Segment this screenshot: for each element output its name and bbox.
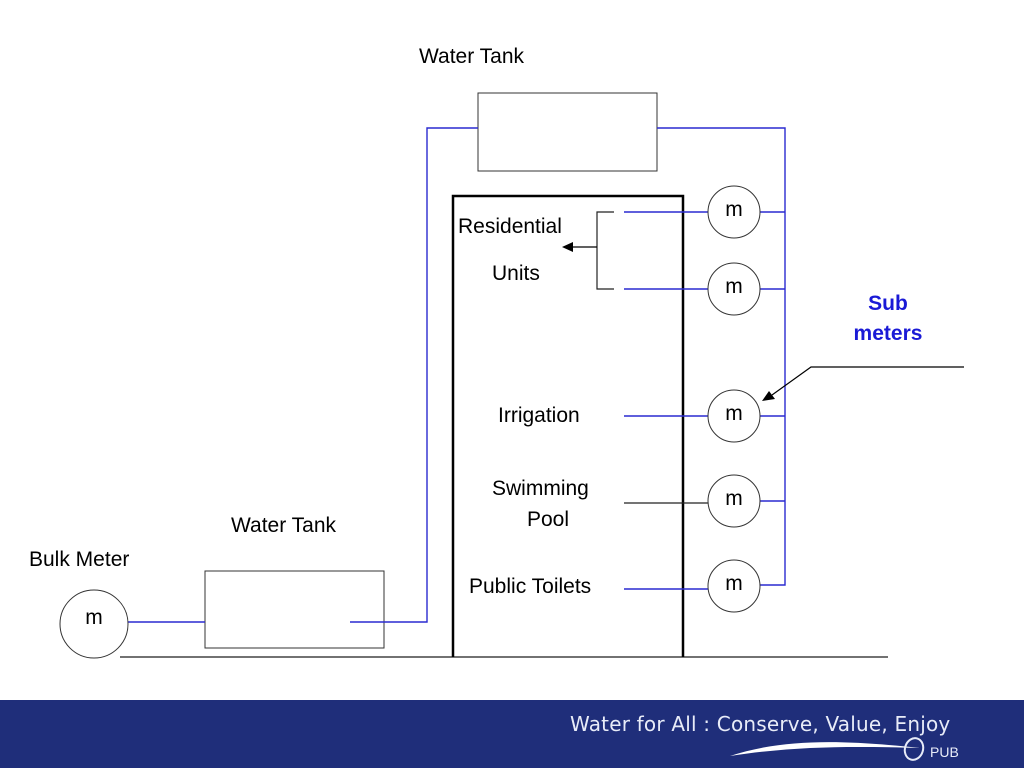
pub-swoosh-icon [730, 742, 920, 756]
sub-meter-symbol-3: m [725, 402, 743, 425]
top-water-tank-label: Water Tank [419, 45, 525, 68]
bulk-meter-label: Bulk Meter [29, 548, 130, 571]
units-label: Units [492, 262, 540, 285]
pub-logo-icon [903, 737, 925, 761]
sub-meter-symbol-2: m [725, 275, 743, 298]
public-toilets-label: Public Toilets [469, 575, 592, 598]
footer-banner: Water for All : Conserve, Value, Enjoy P… [0, 700, 1024, 768]
sub-meter-circle-1 [707, 185, 761, 239]
water-distribution-diagram [59, 92, 964, 659]
sub-meters-label-line1: Sub [868, 292, 908, 315]
bottom-water-tank-label: Water Tank [231, 514, 337, 537]
irrigation-label: Irrigation [498, 404, 580, 427]
residential-label: Residential [458, 215, 562, 238]
sub-meter-circle-3 [707, 389, 761, 443]
bottom-water-tank [204, 570, 385, 649]
sub-meters-arrowhead [762, 391, 775, 401]
sub-meter-circle-5 [707, 559, 761, 613]
pipes [128, 127, 786, 623]
bulk-meter-symbol: m [85, 606, 103, 629]
top-water-tank [477, 92, 658, 172]
building-outline [451, 194, 685, 657]
sub-meters-label-line2: meters [853, 322, 923, 345]
sub-meter-symbol-4: m [725, 487, 743, 510]
sub-meter-symbol-5: m [725, 572, 743, 595]
sub-meter-circle-2 [707, 262, 761, 316]
pool-label: Pool [527, 508, 570, 531]
sub-meters-callout-line [771, 366, 964, 396]
residential-arrowhead [562, 242, 573, 252]
pub-logo-text: PUB [930, 744, 959, 760]
sub-meter-circle-4 [707, 474, 761, 528]
residential-bracket [596, 211, 614, 290]
footer-slogan: Water for All : Conserve, Value, Enjoy [570, 712, 951, 736]
bulk-meter-circle [59, 589, 129, 659]
sub-meter-symbol-1: m [725, 198, 743, 221]
swimming-label: Swimming [492, 477, 589, 500]
